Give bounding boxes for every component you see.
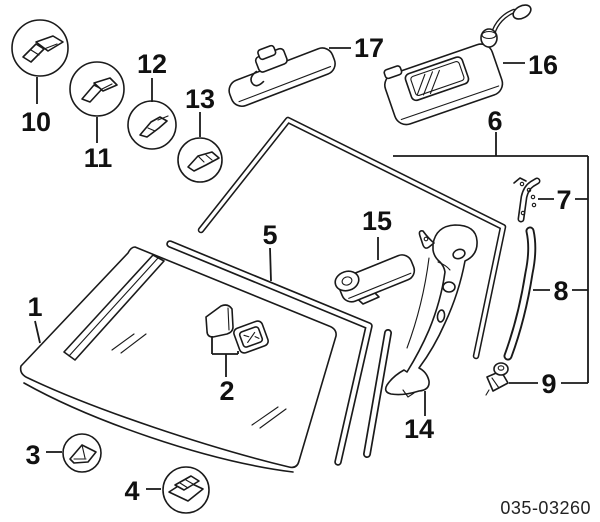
callout-label-12[interactable]: 12 (137, 49, 167, 79)
callout-label-11[interactable]: 11 (84, 143, 113, 173)
callout-label-7[interactable]: 7 (556, 185, 571, 215)
glass-bottom-edge-line (23, 382, 294, 473)
side-garnish-strip-drawing (503, 226, 537, 361)
callout-label-17[interactable]: 17 (354, 33, 384, 63)
windshield-glass-drawing (19, 246, 337, 473)
detail-circle-3 (62, 433, 102, 473)
detail-circle-11 (69, 61, 125, 117)
rearview-mirror-drawing (228, 44, 336, 108)
visor-hook-knob (512, 4, 532, 20)
callout-label-9[interactable]: 9 (541, 369, 556, 399)
windshield-molding-drawing (166, 240, 373, 466)
callout-label-5[interactable]: 5 (262, 220, 277, 250)
callout-label-14[interactable]: 14 (404, 414, 434, 444)
callout-label-10[interactable]: 10 (21, 107, 51, 137)
side-bracket-drawing (513, 177, 541, 223)
leader-lines (34, 47, 589, 490)
detail-circle-12 (127, 100, 177, 150)
detail-circle-10 (11, 19, 69, 77)
mirror-base-drawing (334, 254, 416, 305)
callout-label-4[interactable]: 4 (124, 476, 139, 506)
callout-label-3[interactable]: 3 (25, 440, 40, 470)
visor-vanity-mirror (404, 56, 470, 102)
pillar-trim-drawing (384, 224, 478, 398)
glass-clips-drawing (205, 304, 269, 354)
detail-circle-13 (177, 137, 223, 183)
callout-label-16[interactable]: 16 (528, 50, 558, 80)
callout-label-6[interactable]: 6 (487, 106, 502, 136)
callout-label-13[interactable]: 13 (185, 84, 215, 114)
weatherstrip-drawing (197, 116, 507, 360)
glass-reflection-marks (111, 333, 147, 354)
lower-clip-drawing (485, 362, 509, 396)
callout-label-1[interactable]: 1 (27, 292, 42, 322)
callout-label-2[interactable]: 2 (219, 376, 234, 406)
diagram-code: 035-03260 (500, 498, 591, 518)
side-seal-strip-drawing (363, 329, 392, 458)
sun-visor-drawing (383, 4, 532, 126)
callout-label-15[interactable]: 15 (362, 206, 392, 236)
pillar-top-bolt (418, 230, 435, 249)
visor-cord (490, 8, 517, 37)
detail-circle-4 (162, 466, 210, 514)
callout-label-8[interactable]: 8 (553, 276, 568, 306)
